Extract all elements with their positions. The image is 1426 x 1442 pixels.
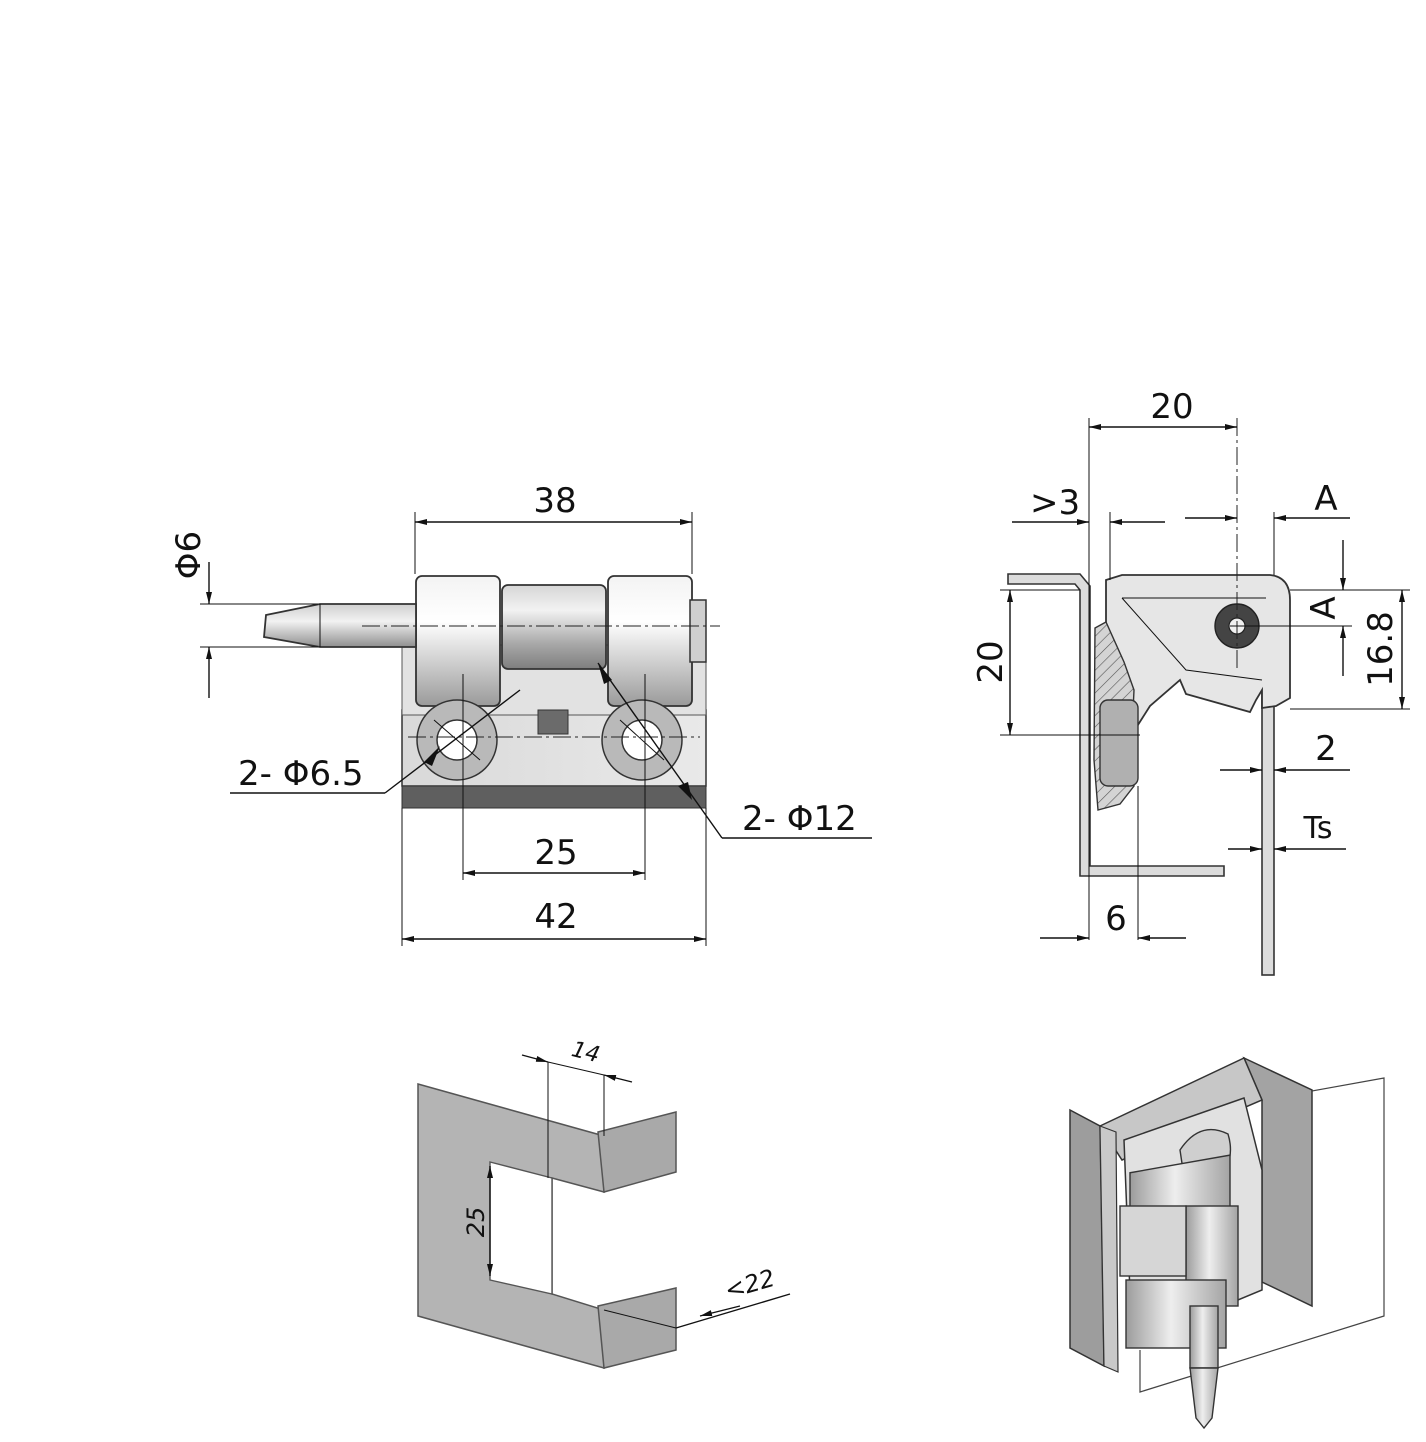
dim-2-label: 2 xyxy=(1315,729,1337,769)
cutout-view: 14 25 <22 xyxy=(417,1037,791,1369)
front-view: 38 Φ6 2- Φ6.5 2- Φ12 25 42 xyxy=(169,481,872,946)
knuckle-left xyxy=(415,575,501,707)
iso-left-flange xyxy=(1069,1108,1105,1368)
cam-block xyxy=(1099,699,1139,787)
dim-168-label: 16.8 xyxy=(1361,611,1401,687)
dim-22-label: <22 xyxy=(722,1264,778,1305)
plate-top-flange xyxy=(597,1111,677,1193)
dim-6-label: 6 xyxy=(1105,899,1127,939)
pin-end-cap xyxy=(689,599,707,663)
plate-bottom-flange xyxy=(597,1287,677,1369)
side-view: 20 >3 A A 16.8 20 2 Ts 6 xyxy=(971,387,1410,976)
iso-knuckle-left xyxy=(1119,1205,1187,1277)
iso-pin-shaft xyxy=(1189,1305,1219,1369)
cutout-edge xyxy=(489,1161,553,1295)
dim-25-label: 25 xyxy=(534,833,577,873)
dim-hole-large-label: 2- Φ12 xyxy=(742,799,857,839)
dim-phi6-label: Φ6 xyxy=(169,531,209,579)
center-tab xyxy=(537,709,569,735)
dim-25-cut-label: 25 xyxy=(462,1207,490,1238)
dim-a-side-label: A xyxy=(1304,596,1344,619)
dim-14-label: 14 xyxy=(569,1037,602,1068)
dim-38-label: 38 xyxy=(533,481,576,521)
dim-42-label: 42 xyxy=(534,897,577,937)
knuckle-center xyxy=(501,584,607,670)
door-panel xyxy=(1261,689,1275,976)
dim-hole-small-label: 2- Φ6.5 xyxy=(238,754,364,794)
frame-sheet xyxy=(1007,573,1225,877)
dim-a-top-label: A xyxy=(1314,479,1337,519)
iso-door-outline xyxy=(1139,1077,1385,1393)
front-base-strip xyxy=(401,785,707,809)
knuckle-right xyxy=(607,575,693,707)
dim-ts-label: Ts xyxy=(1303,811,1333,846)
dim-20-top-label: 20 xyxy=(1150,387,1193,427)
iso-pin-tip xyxy=(1189,1367,1219,1430)
dim-gap-label: >3 xyxy=(1030,483,1080,523)
iso-left-flange-face xyxy=(1099,1125,1119,1373)
isometric-view xyxy=(1069,1056,1385,1430)
dim-20-side-label: 20 xyxy=(971,640,1011,683)
